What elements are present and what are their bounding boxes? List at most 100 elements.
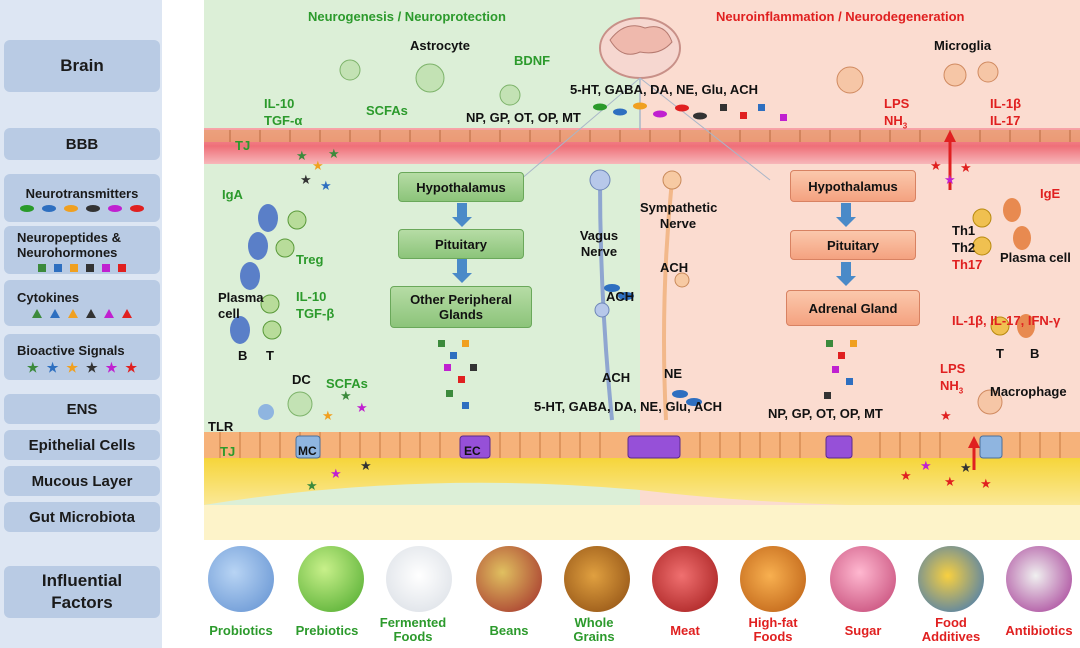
sidebar-epithelial-label: Epithelial Cells <box>28 436 136 454</box>
sidebar-microbiota-label: Gut Microbiota <box>29 508 135 526</box>
sidebar-microbiota: Gut Microbiota <box>4 502 160 532</box>
nh3-bottom-label: NH3 <box>940 378 963 396</box>
right-panel-title: Neuroinflammation / Neurodegeneration <box>716 9 965 24</box>
sidebar-factors: Influential Factors <box>4 566 160 618</box>
lps-top-label: LPS <box>884 96 910 111</box>
plasma-cell-left-label: Plasma cell <box>218 290 264 321</box>
treg-label: Treg <box>296 252 324 267</box>
tgfa-label: TGF-α <box>264 113 303 128</box>
square-red-icon <box>118 264 126 272</box>
antibiotics-image <box>1006 546 1072 612</box>
svg-text:★: ★ <box>900 468 912 483</box>
signal-stars: ★★★ ★★ ★★★ ★★★ ★★★ ★★★ ★★★ <box>296 146 992 493</box>
sympathetic-neuron-icon-2 <box>674 272 690 288</box>
tj-top-label: TJ <box>235 138 251 153</box>
beans-image <box>476 546 542 612</box>
factor-fermented-foods: Fermented Foods <box>379 615 447 644</box>
microglia-icon <box>836 66 864 94</box>
hypothalamus-right-label: Hypothalamus <box>808 178 898 194</box>
svg-text:★: ★ <box>960 460 972 475</box>
svg-text:★: ★ <box>330 466 342 481</box>
sidebar-neurotransmitters: Neurotransmitters <box>4 174 160 222</box>
sidebar-bbb-label: BBB <box>65 135 99 153</box>
dc-label: DC <box>292 372 311 387</box>
square-purple-icon <box>102 264 110 272</box>
immune-cells-right <box>972 198 1035 415</box>
square-orange-icon <box>70 264 78 272</box>
microglia-icon-2 <box>943 63 967 87</box>
sidebar: Brain BBB Neurotransmitters Neuropeptide… <box>0 0 162 648</box>
il1b-top-label: IL-1β <box>990 96 1022 111</box>
th1-label: Th1 <box>952 223 976 238</box>
svg-text:★: ★ <box>320 178 332 193</box>
star-red-icon: ★ <box>125 359 137 375</box>
hpa-arrows-left <box>452 203 472 283</box>
meat-image <box>652 546 718 612</box>
cytokine-legend <box>32 309 132 318</box>
factor-food-additives: Food Additives <box>921 615 981 644</box>
hpa-arrows-right <box>836 203 856 286</box>
ec-cell-right <box>825 435 853 459</box>
il10-mid-label: IL-10 <box>296 289 327 304</box>
np-bottom-label: NP, GP, OT, OP, MT <box>768 406 883 421</box>
gut-lumen <box>204 505 1080 540</box>
sidebar-cytokines-label: Cytokines <box>17 290 80 305</box>
bbb-cells <box>204 130 1080 142</box>
sidebar-cytokines: Cytokines <box>4 280 160 326</box>
il17-top-label: IL-17 <box>990 113 1021 128</box>
star-blue-icon: ★ <box>46 359 59 375</box>
ach-bottom-label: ACH <box>602 370 631 385</box>
factor-whole-grains: Whole Grains <box>573 615 615 644</box>
factor-antibiotics: Antibiotics <box>1005 623 1073 638</box>
sidebar-neuropeptides-label: Neuropeptides & Neurohormones <box>17 230 122 260</box>
iga-label: IgA <box>222 187 243 202</box>
mc-cell <box>295 435 321 459</box>
star-purple-icon: ★ <box>105 359 118 375</box>
oval-black-icon <box>86 205 100 212</box>
neurotransmitter-legend <box>20 205 144 212</box>
adrenal-gland-label: Adrenal Gland <box>808 300 898 316</box>
ec-cell-center <box>627 435 681 459</box>
tgfb-label: TGF-β <box>296 306 335 321</box>
pituitary-right-label: Pituitary <box>826 237 879 253</box>
np-top-label: NP, GP, OT, OP, MT <box>466 110 581 125</box>
factor-meat: Meat <box>670 623 700 638</box>
svg-text:★: ★ <box>300 172 312 187</box>
svg-text:★: ★ <box>328 146 340 161</box>
triangle-orange-icon <box>68 309 78 318</box>
astrocyte-icon-3 <box>499 84 521 106</box>
th17-label: Th17 <box>952 257 983 272</box>
svg-text:★: ★ <box>322 408 334 423</box>
sympathetic-nerve-label: Sympathetic Nerve <box>640 200 718 231</box>
astrocyte-label: Astrocyte <box>410 38 470 53</box>
oval-orange-icon <box>64 205 78 212</box>
square-black-icon <box>86 264 94 272</box>
t-cell-right-label: T <box>996 346 1004 361</box>
star-black-icon: ★ <box>86 359 98 375</box>
mc-label: MC <box>298 444 317 458</box>
factor-probiotics: Probiotics <box>209 623 273 638</box>
astrocyte-icon-2 <box>339 59 361 81</box>
sympathetic-nerve <box>662 179 674 421</box>
sidebar-neurotransmitters-label: Neurotransmitters <box>25 186 139 201</box>
ach-right-label: ACH <box>660 260 689 275</box>
vagus-nerve-label: Vagus Nerve <box>579 228 619 259</box>
plasma-cell-right-label: Plasma cell <box>1000 250 1071 265</box>
hypothalamus-left-label: Hypothalamus <box>416 179 506 195</box>
sidebar-mucous-label: Mucous Layer <box>31 472 133 490</box>
sugar-image <box>830 546 896 612</box>
sidebar-ens-label: ENS <box>66 400 98 418</box>
sidebar-mucous: Mucous Layer <box>4 466 160 496</box>
th2-label: Th2 <box>952 240 976 255</box>
svg-text:★: ★ <box>356 400 368 415</box>
triangle-red-icon <box>122 309 132 318</box>
ec-cell <box>459 435 491 459</box>
svg-text:★: ★ <box>960 160 972 175</box>
sidebar-neuropeptides: Neuropeptides & Neurohormones <box>4 226 160 274</box>
left-panel-title: Neurogenesis / Neuroprotection <box>308 9 506 24</box>
high-fat-foods-image <box>740 546 806 612</box>
nt-bottom-label: 5-HT, GABA, DA, NE, Glu, ACH <box>534 399 723 414</box>
pituitary-box-left: Pituitary <box>398 229 524 259</box>
nh3-bottom-sub: 3 <box>958 386 964 396</box>
sidebar-bioactive-label: Bioactive Signals <box>17 342 125 358</box>
